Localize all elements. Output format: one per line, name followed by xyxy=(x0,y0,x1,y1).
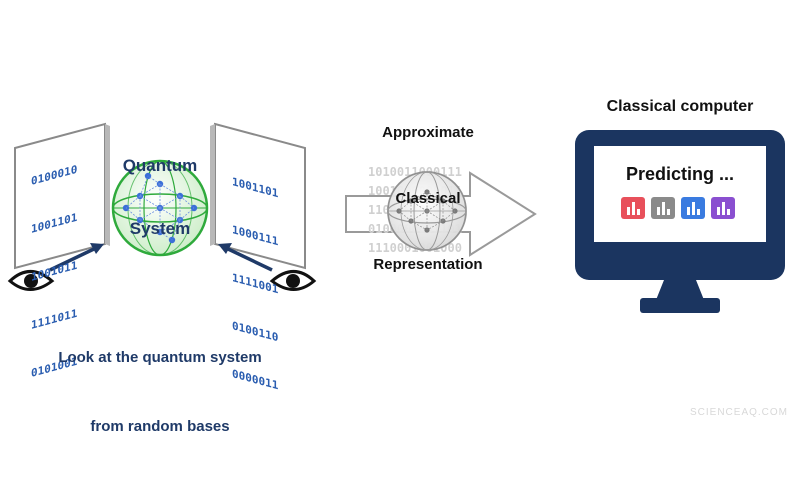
diagram-canvas: 1010011000111100100000001111001010001000… xyxy=(7,78,789,435)
shadow-link xyxy=(410,200,428,212)
right-eye-icon xyxy=(269,270,317,291)
shadow-link xyxy=(410,191,428,202)
middle-title-line3: Representation xyxy=(373,256,483,273)
left-eye-icon xyxy=(7,270,55,291)
shadow-link xyxy=(426,200,444,212)
bar-chart-icon-gray xyxy=(651,197,675,219)
left-sheet-bit-row: 1001101 xyxy=(31,210,78,236)
shadow-link xyxy=(426,220,444,231)
qubit-link xyxy=(159,183,181,197)
bar-chart-icon-purple xyxy=(711,197,735,219)
quantum-system-title-line1: Quantum xyxy=(122,156,198,175)
qubit-link xyxy=(159,195,181,209)
qubit-link xyxy=(139,183,161,197)
watermark: SCIENCEAQ.COM xyxy=(690,407,789,418)
shadow-link xyxy=(426,210,444,222)
quantum-sphere-icon xyxy=(111,159,209,257)
shadow-link xyxy=(398,210,412,222)
bar-chart-icon-blue xyxy=(681,197,705,219)
shadow-link xyxy=(410,220,428,231)
classical-shadow-sphere-icon xyxy=(387,171,467,251)
qubit-link xyxy=(125,195,141,209)
right-sheet-bit-row: 1000111 xyxy=(232,223,279,249)
shadow-link xyxy=(426,191,444,202)
classical-representation-title: Approximate Classical Representation xyxy=(350,78,506,320)
qubit-link xyxy=(159,219,181,233)
qubit-link xyxy=(179,195,195,209)
quantum-system-title-line2: System xyxy=(129,219,191,238)
quantum-system-title: Quantum System xyxy=(104,113,216,281)
right-view-arrow xyxy=(218,243,273,272)
classical-computer-title: Classical computer xyxy=(606,98,754,115)
left-sheet-bit-row: 1001011 xyxy=(31,258,78,284)
bar-chart-icon-red xyxy=(621,197,645,219)
qubit-link xyxy=(139,219,161,233)
middle-title-line2: Classical xyxy=(395,190,461,207)
qubit-link xyxy=(139,207,161,221)
qubit-link xyxy=(147,175,161,185)
middle-title-line1: Approximate xyxy=(382,124,474,141)
qubit-link xyxy=(171,219,181,241)
right-sheet-bit-row: 1001101 xyxy=(232,175,279,201)
shadow-link xyxy=(442,200,456,212)
shadow-link xyxy=(442,210,456,222)
qubit-link xyxy=(139,195,161,209)
left-caption-line1: Look at the quantum system xyxy=(58,349,262,366)
qubit-link xyxy=(179,207,195,221)
qubit-link xyxy=(125,207,141,221)
qubit-link xyxy=(139,175,149,197)
right-sheet-bit-row: 1111001 xyxy=(232,271,279,297)
left-caption: Look at the quantum system from random b… xyxy=(0,300,320,484)
monitor-icon xyxy=(575,130,785,313)
shadow-link xyxy=(398,200,412,212)
qubit-link xyxy=(159,231,173,241)
left-view-arrow xyxy=(49,243,104,272)
predicting-label: Predicting ... xyxy=(625,164,735,184)
qubit-link xyxy=(159,207,181,221)
shadow-link xyxy=(410,210,428,222)
left-sheet-bit-row: 0100010 xyxy=(31,162,78,188)
diagram-artwork: 1010011000111100100000001111001010001000… xyxy=(7,122,785,313)
